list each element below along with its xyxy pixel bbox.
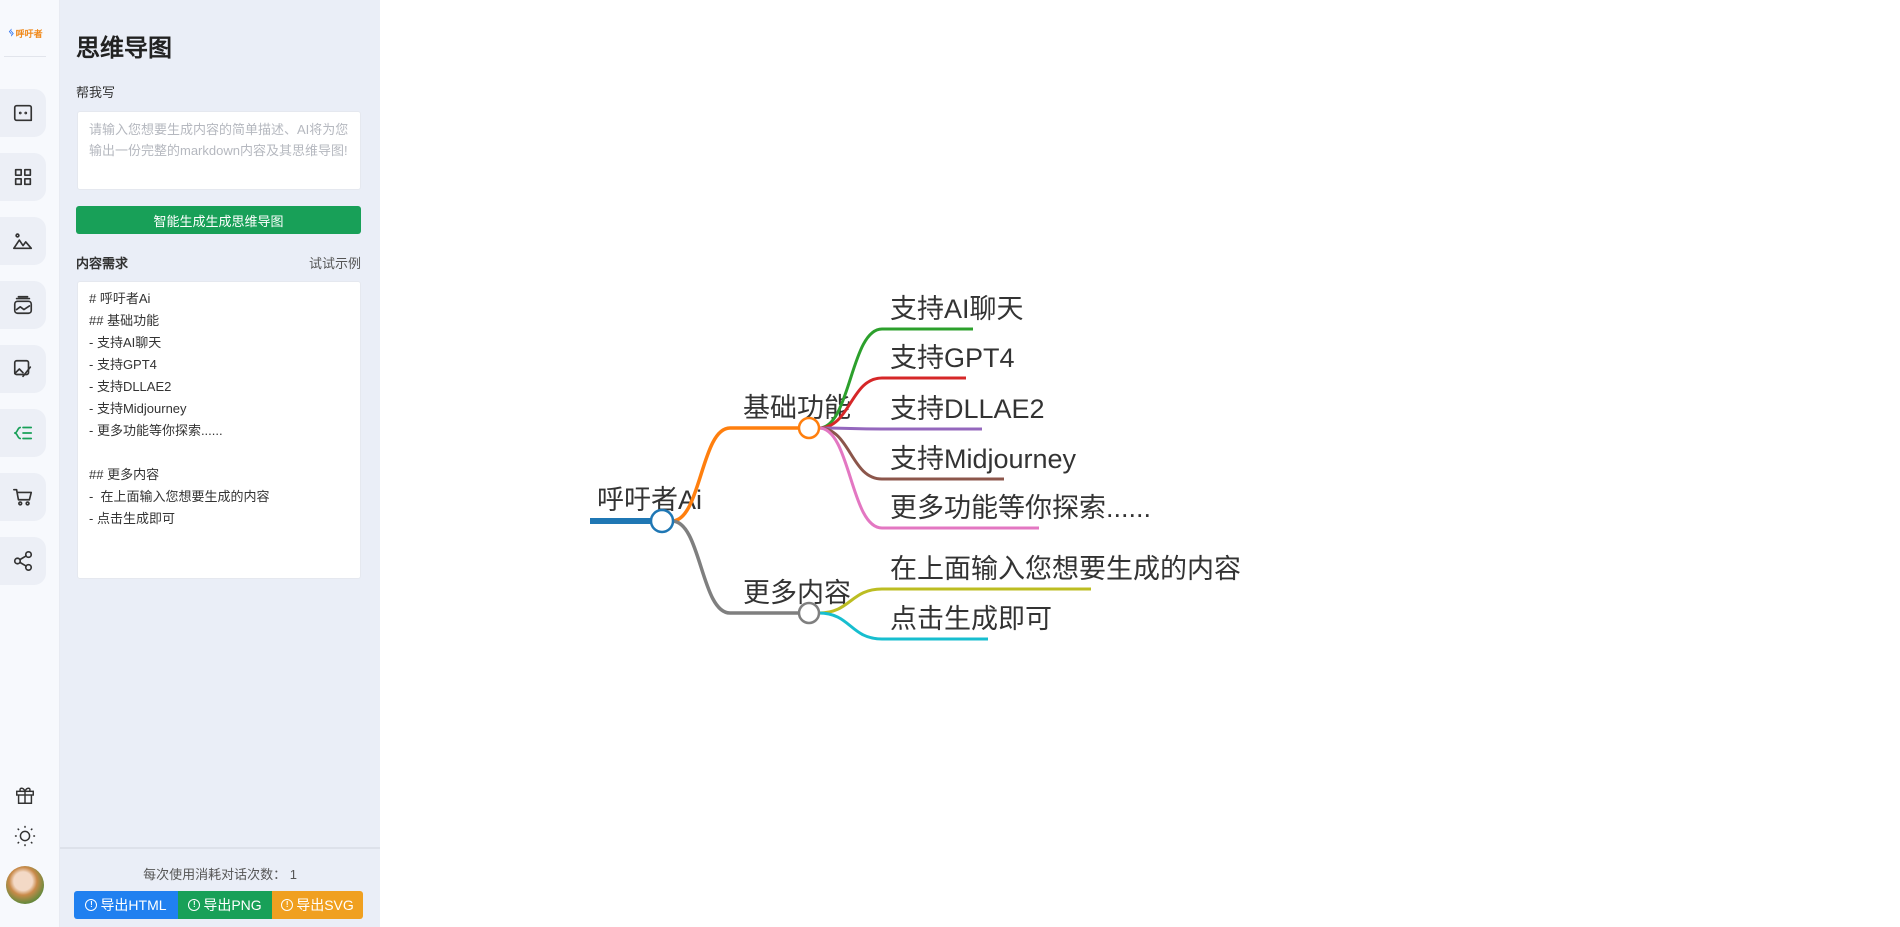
root-node-toggle (649, 508, 675, 534)
leaf-node-label: 在上面输入您想要生成的内容 (890, 554, 1241, 584)
mindmap-panel: 思维导图 帮我写 请输入您想要生成内容的简单描述、AI将为您输出一份完整的mar… (60, 0, 380, 927)
leaf-node-label: 点击生成即可 (890, 604, 1052, 634)
export-png-label: 导出PNG (203, 897, 262, 913)
try-example-link[interactable]: 试试示例 (308, 256, 361, 271)
export-html-button[interactable]: !导出HTML (74, 891, 178, 919)
image-icon (13, 233, 33, 250)
nav-share[interactable] (0, 537, 46, 585)
branch-node-toggle (797, 416, 821, 440)
mindmap-canvas[interactable]: 呼吁者Ai基础功能支持AI聊天支持GPT4支持DLLAE2支持Midjourne… (380, 0, 1900, 927)
markdown-editor[interactable]: # 呼吁者Ai ## 基础功能 - 支持AI聊天 - 支持GPT4 - 支持DL… (77, 281, 361, 579)
logo-text: 呼吁者 (15, 28, 43, 39)
leaf-edge (818, 611, 988, 641)
nav-gallery[interactable] (0, 281, 46, 329)
info-icon: ! (85, 899, 98, 911)
nav-image-edit[interactable] (0, 345, 46, 393)
leaf-node-label: 更多功能等你探索...... (890, 493, 1151, 523)
theme-toggle[interactable] (14, 825, 36, 847)
gift-icon (16, 787, 34, 804)
generate-button[interactable]: 智能生成生成思维导图 (76, 206, 361, 234)
export-html-label: 导出HTML (100, 897, 167, 913)
branch-node-label: 更多内容 (743, 578, 851, 608)
root-node-label: 呼吁者Ai (597, 485, 702, 515)
leaf-edge (818, 426, 1039, 530)
nav-cart[interactable] (0, 473, 46, 521)
leaf-edge (818, 376, 966, 430)
nav-image[interactable] (0, 217, 46, 265)
avatar[interactable] (6, 866, 44, 904)
prompt-placeholder: 请输入您想要生成内容的简单描述、AI将为您输出一份完整的markdown内容及其… (89, 122, 349, 158)
nav-chat[interactable] (0, 89, 46, 137)
help-label: 帮我写 (76, 85, 116, 100)
leaf-node-label: 支持AI聊天 (890, 294, 1024, 324)
gift-button[interactable] (14, 784, 36, 806)
leaf-edge (818, 426, 982, 431)
info-icon: ! (281, 899, 294, 911)
markdown-content: # 呼吁者Ai ## 基础功能 - 支持AI聊天 - 支持GPT4 - 支持DL… (89, 291, 270, 526)
cart-icon (13, 488, 33, 506)
divider (4, 56, 46, 57)
chat-icon (13, 104, 33, 122)
share-icon (13, 551, 33, 571)
content-label: 内容需求 (76, 256, 129, 271)
branch-edge (671, 519, 799, 615)
page-title: 思维导图 (76, 35, 172, 62)
export-svg-label: 导出SVG (296, 897, 354, 913)
branch-node-toggle (797, 601, 821, 625)
leaf-edge (818, 587, 1091, 615)
nav-apps[interactable] (0, 153, 46, 201)
export-svg-button[interactable]: !导出SVG (272, 891, 363, 919)
mindmap-icon (13, 426, 33, 440)
leaf-edge (818, 327, 973, 430)
export-png-button[interactable]: !导出PNG (178, 891, 272, 919)
image-edit-icon (13, 359, 32, 378)
leaf-node-label: 支持GPT4 (890, 343, 1015, 373)
leaf-node-label: 支持Midjourney (890, 444, 1077, 474)
info-icon: ! (188, 899, 201, 911)
nav-mindmap[interactable] (0, 409, 46, 457)
gallery-icon (13, 295, 33, 315)
apps-icon (14, 168, 32, 186)
branch-edge (671, 426, 799, 523)
leaf-node-label: 支持DLLAE2 (890, 394, 1045, 424)
usage-count: 每次使用消耗对话次数： 1 (143, 867, 297, 882)
divider (60, 847, 380, 849)
sun-icon (14, 825, 36, 847)
prompt-input[interactable]: 请输入您想要生成内容的简单描述、AI将为您输出一份完整的markdown内容及其… (77, 111, 361, 190)
